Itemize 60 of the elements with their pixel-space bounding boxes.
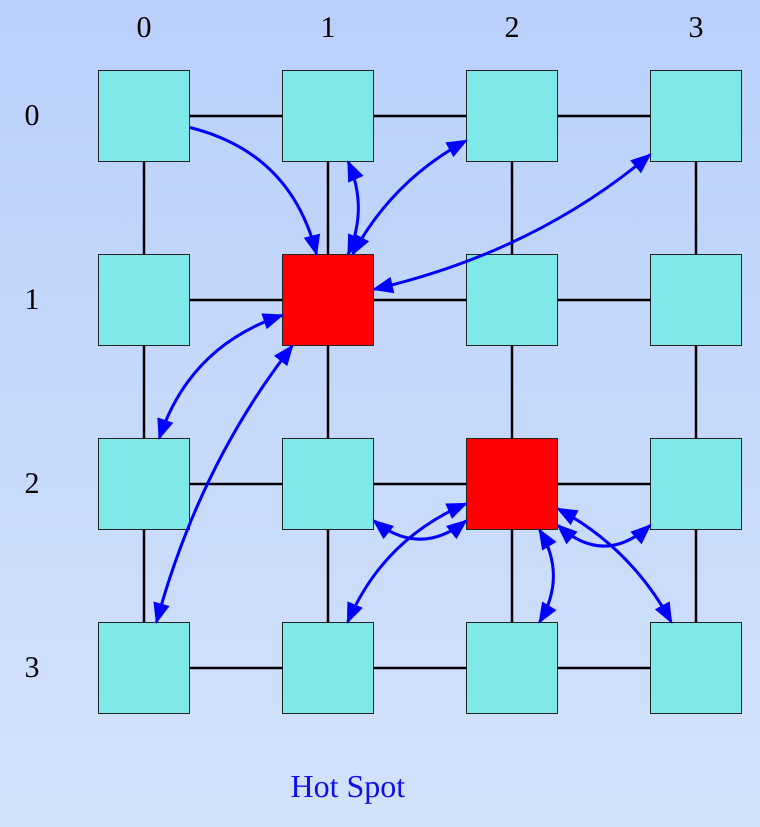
connector-line (374, 482, 466, 486)
node-box (466, 622, 558, 714)
connector-line (190, 482, 282, 486)
column-number: 2 (504, 13, 520, 43)
connector-line (142, 346, 146, 438)
node-box (98, 438, 190, 530)
connector-line (142, 162, 146, 254)
column-number: 1 (320, 13, 336, 43)
arrow (346, 502, 468, 624)
connector-line (694, 346, 698, 438)
arrow (372, 520, 468, 541)
connector-line (510, 162, 514, 254)
column-number: 3 (688, 13, 704, 43)
node-box (466, 438, 558, 530)
connector-line (326, 530, 330, 622)
node-box (282, 622, 374, 714)
node-box (98, 622, 190, 714)
arrow (158, 314, 284, 440)
connector-line (510, 346, 514, 438)
connector-line (326, 162, 330, 254)
connector-line (190, 666, 282, 670)
node-box (650, 438, 742, 530)
arrow (190, 126, 320, 256)
connector-line (190, 114, 282, 118)
node-box (282, 254, 374, 346)
node-box (466, 70, 558, 162)
connector-line (190, 298, 282, 302)
connector-line (374, 298, 466, 302)
caption: Hot Spot (290, 770, 406, 802)
row-number: 0 (24, 101, 40, 131)
connector-line (558, 298, 650, 302)
arrow (556, 524, 652, 548)
arrow (154, 344, 294, 624)
connector-line (510, 530, 514, 622)
connector-line (694, 530, 698, 622)
arrow (372, 153, 652, 293)
node-box (650, 622, 742, 714)
arrow (538, 528, 556, 624)
arrow (351, 139, 468, 256)
connector-line (142, 530, 146, 622)
connector-line (694, 162, 698, 254)
row-number: 2 (24, 469, 40, 499)
connector-line (374, 666, 466, 670)
row-number: 3 (24, 653, 40, 683)
arrow (346, 160, 364, 256)
connector-line (558, 114, 650, 118)
connector-line (558, 482, 650, 486)
node-box (650, 254, 742, 346)
connector-line (374, 114, 466, 118)
node-box (282, 70, 374, 162)
node-box (282, 438, 374, 530)
node-box (98, 70, 190, 162)
column-number: 0 (136, 13, 152, 43)
arrow (556, 507, 673, 624)
node-box (466, 254, 558, 346)
node-box (98, 254, 190, 346)
connector-line (326, 346, 330, 438)
node-box (650, 70, 742, 162)
connector-line (558, 666, 650, 670)
row-number: 1 (24, 285, 40, 315)
